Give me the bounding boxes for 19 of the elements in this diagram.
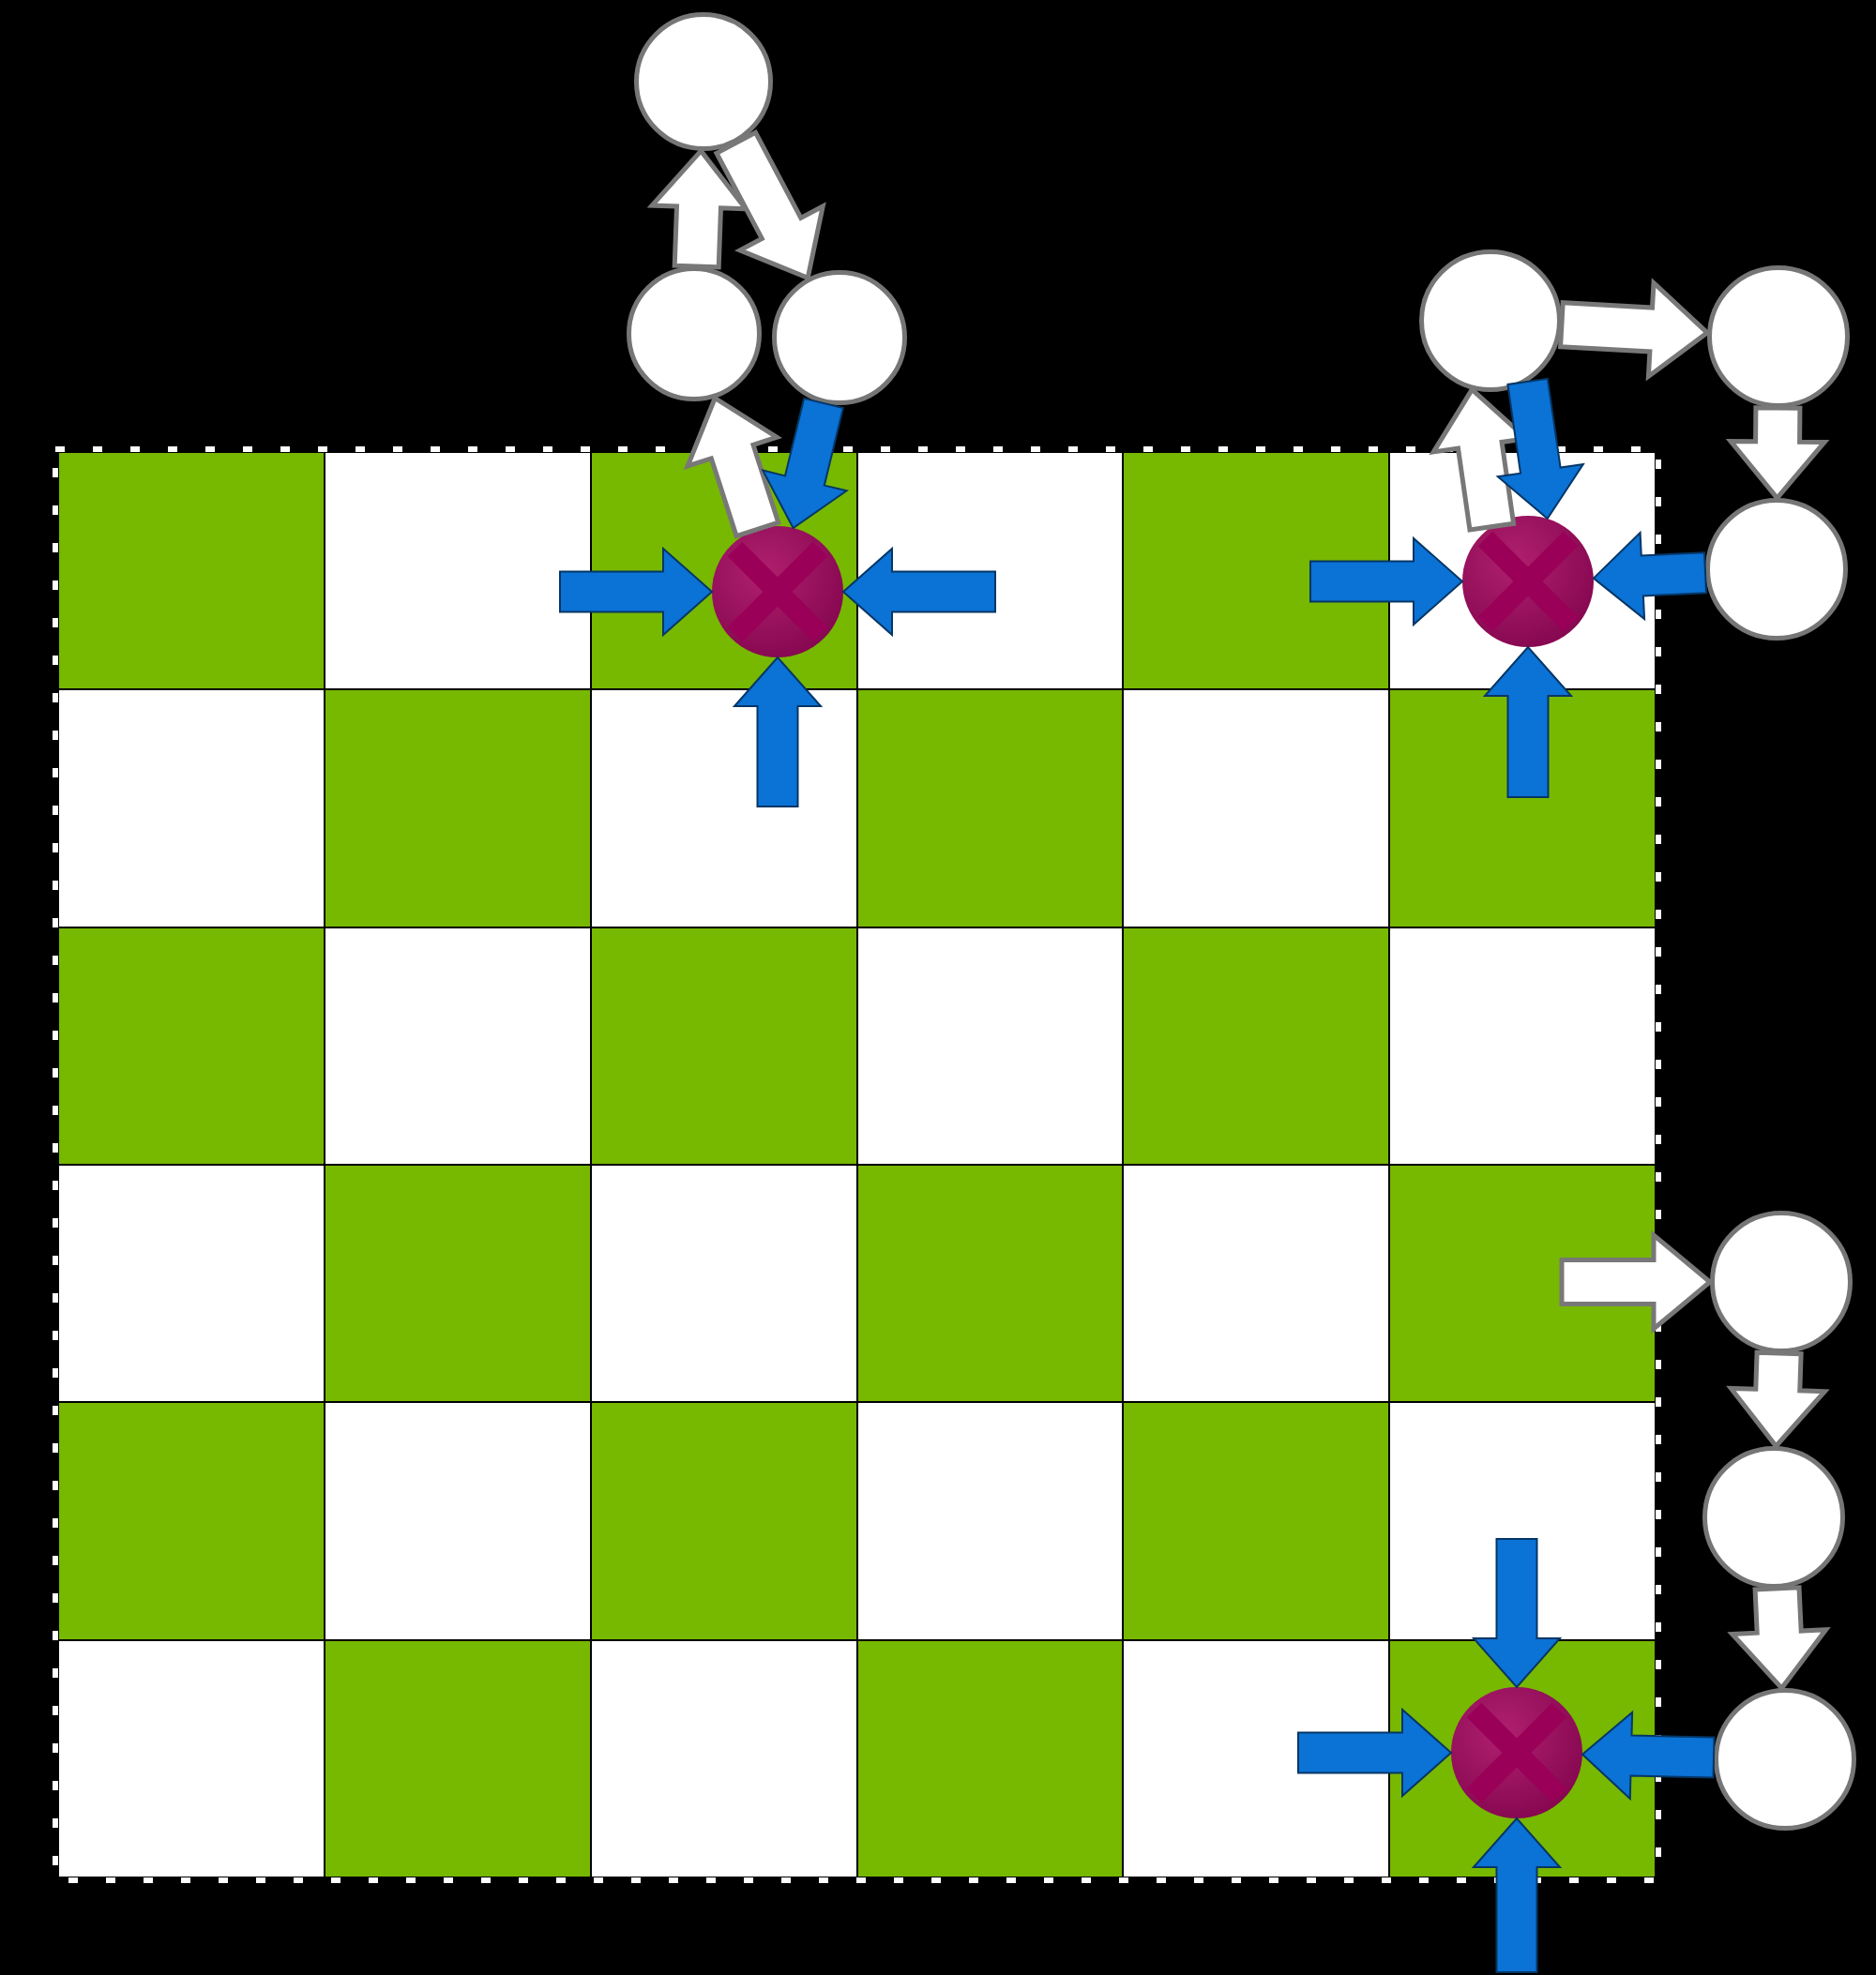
block-arrow (1592, 530, 1708, 622)
block-arrow (1559, 1229, 1714, 1334)
block-arrow (1471, 1538, 1563, 1689)
block-arrow (1309, 535, 1464, 627)
block-arrow (1471, 1817, 1563, 1973)
block-arrow (841, 546, 996, 638)
block-arrow (713, 128, 826, 281)
block-arrow (1297, 1707, 1453, 1799)
block-arrow (761, 397, 849, 530)
block-arrow (1581, 1710, 1716, 1802)
block-arrow (1557, 278, 1711, 382)
block-arrow (1726, 1349, 1830, 1450)
block-arrow (1495, 377, 1585, 520)
block-arrow (732, 656, 824, 807)
block-arrow (1725, 405, 1830, 502)
block-arrow (1482, 645, 1574, 798)
block-arrow (559, 546, 714, 638)
block-arrow (1727, 1585, 1831, 1692)
block-arrow (683, 394, 783, 539)
